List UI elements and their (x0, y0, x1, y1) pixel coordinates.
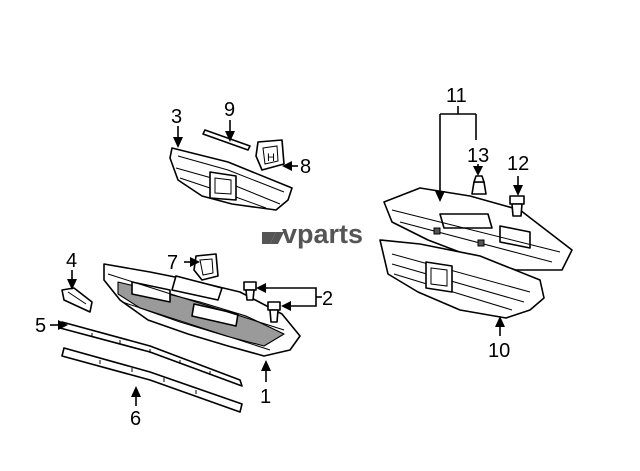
callout-12: 12 (507, 153, 529, 175)
callout-10: 10 (488, 340, 510, 362)
emblem-part-7 (193, 253, 219, 281)
callout-5: 5 (35, 315, 46, 337)
watermark-text: vparts (282, 219, 363, 249)
bolt-part-2-upper (243, 281, 257, 301)
callout-6: 6 (130, 408, 141, 430)
callout-3: 3 (171, 106, 182, 128)
callout-1: 1 (260, 386, 271, 408)
bolt-part-2-lower (267, 301, 281, 323)
watermark: vparts (262, 219, 363, 249)
callout-2: 2 (322, 288, 333, 310)
strip-part-6 (61, 347, 243, 413)
callout-4: 4 (66, 250, 77, 272)
lower-grille-part-1 (103, 263, 301, 357)
callout-numbers: 1 2 3 4 5 6 7 8 9 10 11 12 13 (35, 85, 529, 430)
callout-13: 13 (467, 145, 489, 167)
grille-part-10 (379, 239, 545, 319)
callout-7: 7 (167, 252, 178, 274)
molding-strip-part-9 (202, 129, 251, 151)
svg-text:H: H (267, 152, 275, 164)
callout-8: 8 (300, 156, 311, 178)
leader-lines (50, 106, 523, 406)
clip-part-13 (471, 175, 487, 195)
bracket-part-4 (61, 287, 93, 313)
upper-bracket-part-11 (383, 187, 573, 271)
upper-grille-part-3 (169, 147, 293, 211)
callout-11: 11 (446, 85, 467, 107)
bolt-part-12 (509, 195, 525, 217)
callout-9: 9 (224, 99, 235, 121)
emblem-part-8: H (255, 139, 285, 171)
